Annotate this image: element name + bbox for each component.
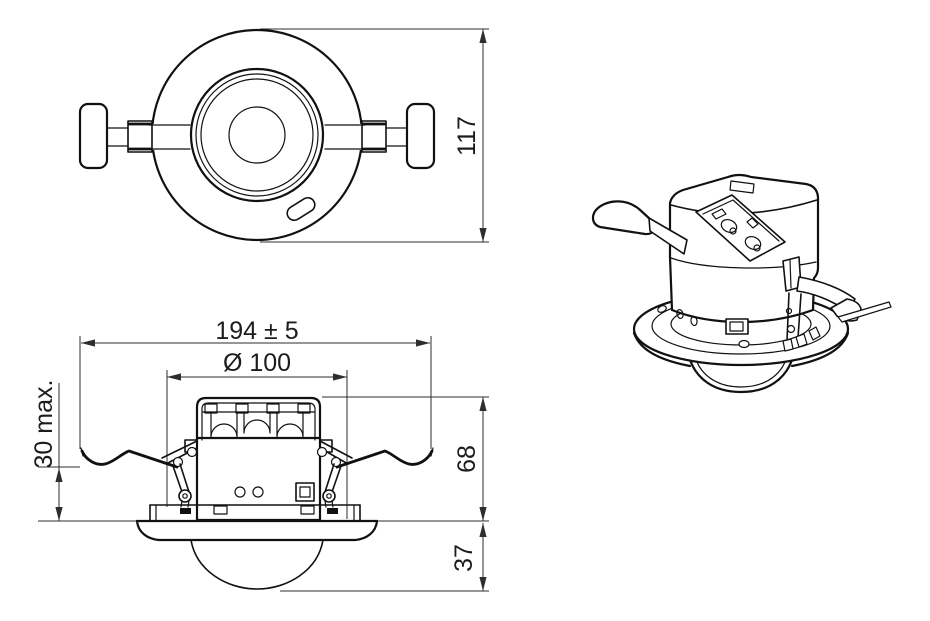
screws-3d: [657, 305, 750, 349]
terminal-clamps: [210, 411, 304, 438]
lens-dome-front: [190, 539, 324, 590]
dimension-194: 194 ± 5: [79, 317, 432, 449]
dim-label-30max: 30 max.: [30, 380, 58, 469]
dimension-117: 117: [260, 28, 489, 243]
terminal-housing: [195, 396, 322, 442]
dim-label-37: 37: [450, 544, 478, 572]
dip-switch-port: [295, 482, 315, 502]
dimension-30max: 30 max.: [30, 380, 80, 521]
dim-label-117: 117: [453, 116, 481, 156]
dim-label-68: 68: [453, 445, 481, 473]
lens-center: [228, 106, 286, 164]
dim-label-194: 194 ± 5: [215, 317, 298, 345]
dim-label-100: Ø 100: [223, 349, 291, 377]
right-clamp-top: [361, 102, 436, 170]
flange-front: [135, 504, 379, 542]
dimension-37: 37: [280, 523, 489, 592]
front-view-device: [80, 396, 434, 590]
dimension-100: Ø 100: [166, 349, 348, 519]
port-3d: [725, 318, 749, 335]
left-spring: [80, 440, 198, 508]
top-view: 117: [78, 28, 489, 243]
dimension-68: 68: [322, 396, 489, 521]
left-clamp-top: [78, 102, 153, 170]
left-clip-3d: [591, 200, 688, 255]
terminal-recess-3d: [695, 194, 786, 262]
right-spring: [316, 440, 434, 508]
indicator-slot: [286, 196, 316, 222]
front-view: 194 ± 5 Ø 100 30 max. 68: [30, 317, 489, 592]
right-clip-3d: [782, 256, 892, 352]
perspective-view: [591, 173, 892, 394]
top-view-device: [78, 28, 436, 242]
